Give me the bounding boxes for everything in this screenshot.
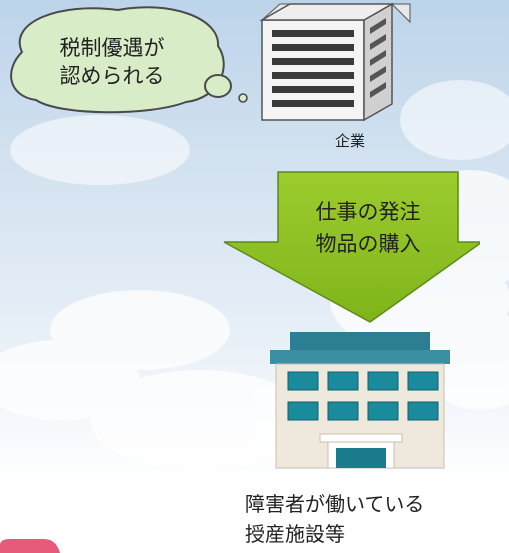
facility-line: 障害者が働いている <box>245 492 425 516</box>
speech-bubble <box>10 6 248 114</box>
arrow-line: 仕事の発注 <box>315 200 421 224</box>
facility-line: 授産施設等 <box>245 522 345 546</box>
down-arrow <box>223 171 480 323</box>
company-label: 企業 <box>334 132 365 150</box>
arrow-text: 仕事の発注 物品の購入 <box>278 196 458 260</box>
facility-building-icon <box>270 332 450 469</box>
bubble-line: 税制優遇が <box>59 36 165 60</box>
company-building-icon <box>259 2 411 122</box>
bubble-line: 認められる <box>59 64 165 88</box>
bubble-text: 税制優遇が 認められる <box>18 34 206 90</box>
arrow-line: 物品の購入 <box>315 232 421 256</box>
facility-label: 障害者が働いている 授産施設等 <box>245 489 509 549</box>
corner-accent-shape <box>0 539 60 553</box>
